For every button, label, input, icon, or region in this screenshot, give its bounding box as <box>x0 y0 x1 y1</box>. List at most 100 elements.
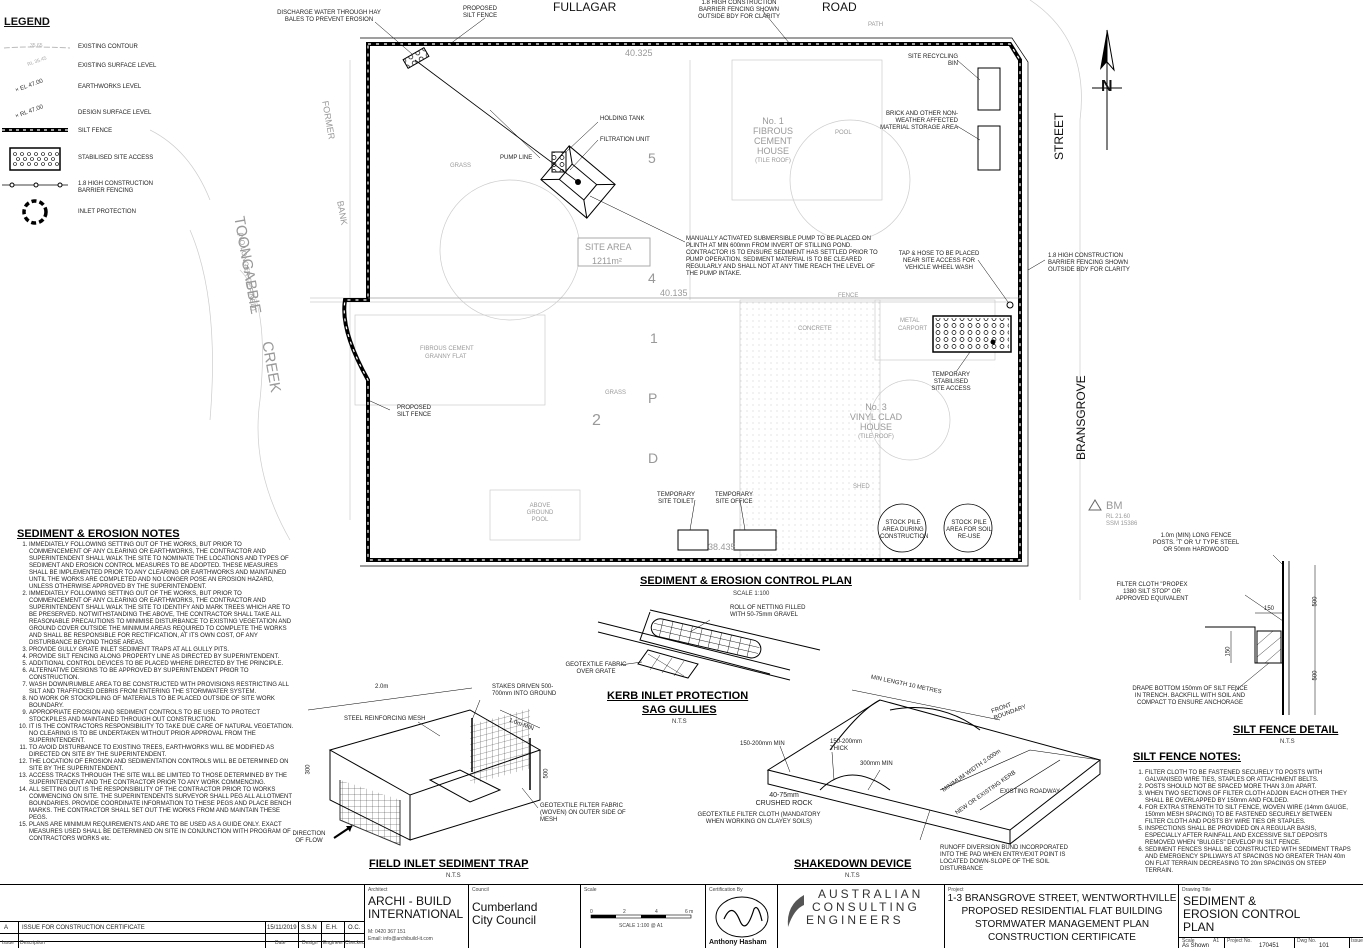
drawing-title-label: Drawing Title <box>1182 887 1211 893</box>
misc-fibrous: FIBROUS CEMENT <box>420 346 474 352</box>
note-item: ALL SETTING OUT IS THE RESPONSIBILITY OF… <box>29 787 295 822</box>
scale-tick-4: 4 <box>655 909 658 915</box>
note-item: PLANS ARE MINIMUM REQUIREMENTS AND ARE T… <box>29 822 295 843</box>
silt-posts-label: 1.0m (MIN) LONG FENCE POSTS. 'T' OR 'U' … <box>1152 533 1240 553</box>
silt-note-item: INSPECTIONS SHALL BE PROVIDED ON A REGUL… <box>1145 826 1353 847</box>
certification-name: Anthony Hasham <box>709 939 767 946</box>
silt-cloth-label: FILTER CLOTH "PROPEX 1380 SILT STOP" OR … <box>1115 582 1189 602</box>
note-item: IMMEDIATELY FOLLOWING SETTING OUT OF THE… <box>29 542 295 591</box>
rev-eng: E.H. <box>326 925 338 931</box>
issue-label: Issue <box>1351 938 1363 944</box>
dim-bottom: 38.435 <box>708 542 736 552</box>
lot-number-2: 2 <box>592 412 601 429</box>
rev-h-issue: Issue <box>2 940 14 946</box>
project-line-2: PROPOSED RESIDENTIAL FLAT BUILDING <box>961 906 1163 917</box>
field-mesh-label: STEEL REINFORCING MESH <box>344 716 426 722</box>
sheet-size: A1 <box>1213 938 1220 944</box>
firm-name-3: ENGINEERS <box>806 913 904 927</box>
note-item: WASH DOWN/RUMBLE AREA TO BE CONSTRUCTED … <box>29 682 295 696</box>
rev-h-eng: Engineer <box>323 940 344 946</box>
site-area-value: 1211m² <box>592 256 622 266</box>
note-item: IMMEDIATELY FOLLOWING SETTING OUT OF THE… <box>29 591 295 647</box>
architect-label: Architect <box>368 887 388 893</box>
legend-design-sample: × RL 47.00 <box>15 104 45 120</box>
legend-label-surface: EXISTING SURFACE LEVEL <box>78 63 157 69</box>
field-flow-label: DIRECTION OF FLOW <box>292 831 326 844</box>
misc-concrete: CONCRETE <box>798 326 832 332</box>
silt-title: SILT FENCE DETAIL <box>1233 724 1339 736</box>
revision-table: A ISSUE FOR CONSTRUCTION CERTIFICATE 15/… <box>0 885 365 948</box>
shakedown-drawing <box>766 689 1102 845</box>
rev-issue: ISSUE FOR CONSTRUCTION CERTIFICATE <box>22 925 145 931</box>
misc-carport: CARPORT <box>898 326 928 332</box>
note-item: ALTERNATIVE DESIGNS TO BE APPROVED BY SU… <box>29 668 295 682</box>
callout-barrier-right: 1.8 HIGH CONSTRUCTION BARRIER FENCING SH… <box>1048 253 1130 273</box>
shake-title: SHAKEDOWN DEVICE <box>794 858 912 870</box>
callout-holding-tank: HOLDING TANK <box>600 116 645 122</box>
silt-drape-label: DRAPE BOTTOM 150mm OF SILT FENCE IN TREN… <box>1132 686 1248 706</box>
shake-bund: RUNOFF DIVERSION BUND INCORPORATED INTO … <box>940 845 1068 872</box>
misc-grass-2: GRASS <box>605 390 627 396</box>
misc-pool: POOL <box>835 130 852 136</box>
misc-granny: GRANNY FLAT <box>425 354 467 360</box>
dim-mid: 40.135 <box>660 288 688 298</box>
shake-rock-1: 40-75mm CRUSHED ROCK <box>755 792 813 807</box>
site-plan-drawing <box>150 0 1122 600</box>
architect-cell: Architect ARCHI - BUILD INTERNATIONAL M:… <box>364 885 469 948</box>
note-item: IT IS THE CONTRACTORS RESPONSIBILITY TO … <box>29 724 295 745</box>
misc-grass-1: GRASS <box>450 163 472 169</box>
note-item: ADDITIONAL CONTROL DEVICES TO BE PLACED … <box>29 661 295 668</box>
silt-notes-list: FILTER CLOTH TO BE FASTENED SECURELY TO … <box>1133 770 1353 875</box>
legend-earthworks-sample: × EL 47.00 <box>15 78 45 94</box>
rev-h-chk: Checked <box>345 940 365 946</box>
legend-label-contour: EXISTING CONTOUR <box>78 44 138 50</box>
misc-metal: METAL <box>900 318 920 324</box>
silt-note-item: SEDIMENT FENCES SHALL BE CONSTRUCTED WIT… <box>1145 847 1353 875</box>
north-letter: N <box>1101 78 1113 95</box>
field-title: FIELD INLET SEDIMENT TRAP <box>369 858 529 870</box>
field-geo-label: GEOTEXTILE FILTER FABRIC (WOVEN) ON OUTE… <box>540 803 626 823</box>
signature-stamp <box>715 896 769 938</box>
scale-label: Scale <box>584 887 597 893</box>
callout-temp-access: TEMPORARY STABILISED SITE ACCESS <box>931 372 971 392</box>
field-dim-300: 300 <box>305 764 312 775</box>
note-item: PROVIDE SILT FENCING ALONG PROPERTY LINE… <box>29 654 295 661</box>
shake-min150: 150-200mm MIN <box>740 741 785 747</box>
silt-fence-drawing <box>1205 555 1316 715</box>
silt-dim-500a: 500 <box>1312 596 1319 607</box>
note-item: ACCESS TRACKS THROUGH THE SITE WILL BE L… <box>29 773 295 787</box>
lot-number-4: 4 <box>648 270 656 286</box>
callout-recycling: SITE RECYCLING BIN <box>908 54 959 67</box>
callout-office: TEMPORARY SITE OFFICE <box>715 492 753 505</box>
kerb-title-2: SAG GULLIES <box>642 704 717 716</box>
dim-top: 40.325 <box>625 48 653 58</box>
note-item: APPROPRIATE EROSION AND SEDIMENT CONTROL… <box>29 710 295 724</box>
legend-label-inlet: INLET PROTECTION <box>78 209 136 215</box>
council-cell: Council Cumberland City Council <box>468 885 581 948</box>
callout-silt-top: PROPOSED SILT FENCE <box>463 6 498 19</box>
firm-name-2: CONSULTING <box>812 900 920 914</box>
silt-note-item: POSTS SHOULD NOT BE SPACED MORE THAN 3.0… <box>1145 784 1353 791</box>
drawing-no: 101 <box>1319 943 1330 949</box>
shake-thick: 150-200mm THICK <box>830 739 863 752</box>
firm-cell: AUSTRALIAN CONSULTING ENGINEERS <box>777 885 945 948</box>
north-arrow <box>1092 29 1122 150</box>
misc-fence: FENCE <box>838 293 859 299</box>
bm-label: BM <box>1106 500 1123 512</box>
scale-text: SCALE 1:100 @ A1 <box>619 923 663 929</box>
scale-bar <box>590 914 692 919</box>
street-road: ROAD <box>822 0 857 14</box>
callout-pump-line: PUMP LINE <box>500 155 533 161</box>
callout-toilet: TEMPORARY SITE TOILET <box>657 492 695 505</box>
scale-tick-2: 2 <box>623 909 626 915</box>
callout-discharge: DISCHARGE WATER THROUGH HAY BALES TO PRE… <box>277 10 381 23</box>
silt-notes-title: SILT FENCE NOTES: <box>1133 751 1241 763</box>
kerb-roll-label: ROLL OF NETTING FILLED WITH 50-75mm GRAV… <box>730 605 806 618</box>
architect-name: ARCHI - BUILD INTERNATIONAL <box>368 894 464 921</box>
drawing-title: SEDIMENT & EROSION CONTROL PLAN <box>1183 894 1300 934</box>
scale-label-small: Scale <box>1182 938 1195 944</box>
drawing-title-cell: Drawing Title SEDIMENT & EROSION CONTROL… <box>1178 885 1363 949</box>
silt-dim-150a: 150 <box>1264 606 1275 612</box>
